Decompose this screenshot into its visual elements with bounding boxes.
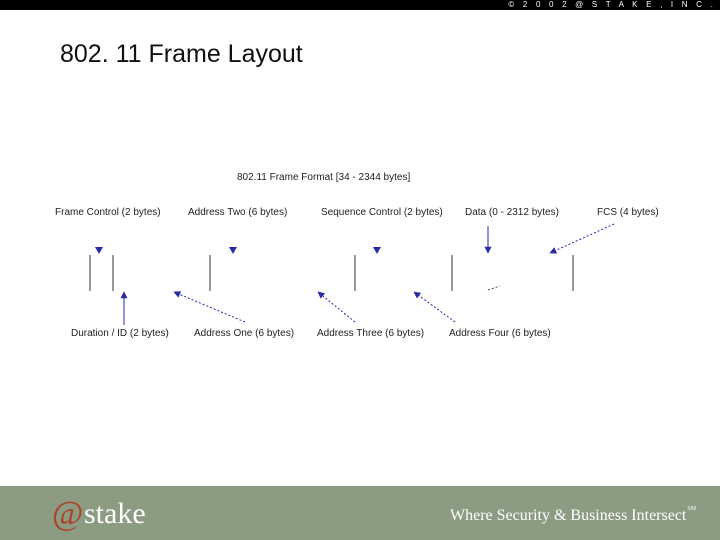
fcs-arrow xyxy=(549,223,615,254)
label-duration-id: Duration / ID (2 bytes) xyxy=(71,328,169,339)
label-sequence-control: Sequence Control (2 bytes) xyxy=(321,207,443,218)
copyright-notice: © 2 0 0 2 @ S T A K E , I N C . xyxy=(508,0,716,9)
tagline-text: Where Security & Business Intersect xyxy=(450,507,687,524)
label-address-four: Address Four (6 bytes) xyxy=(449,328,551,339)
label-address-one: Address One (6 bytes) xyxy=(194,328,295,339)
address-one-arrow xyxy=(173,291,246,323)
address-three-arrow xyxy=(317,291,356,323)
service-mark: SM xyxy=(687,506,697,512)
frame-format-caption: 802.11 Frame Format [34 - 2344 bytes] xyxy=(237,172,411,183)
label-frame-control: Frame Control (2 bytes) xyxy=(55,207,161,218)
top-pointers xyxy=(95,223,615,254)
label-address-three: Address Three (6 bytes) xyxy=(317,328,425,339)
address-four-arrow xyxy=(413,291,456,323)
footer-bar xyxy=(0,486,720,540)
label-address-two: Address Two (6 bytes) xyxy=(188,207,288,218)
logo-at-sign: @ xyxy=(52,495,83,531)
sequence-control-arrow xyxy=(373,247,381,254)
label-data: Data (0 - 2312 bytes) xyxy=(465,207,559,218)
label-fcs: FCS (4 bytes) xyxy=(597,207,659,218)
slide-title: 802. 11 Frame Layout xyxy=(60,40,303,68)
stake-logo: @ stake xyxy=(52,495,146,531)
top-bar: © 2 0 0 2 @ S T A K E , I N C . xyxy=(0,0,720,10)
data-field-stub xyxy=(487,285,501,291)
field-boundaries xyxy=(89,255,574,291)
address-two-arrow xyxy=(229,247,237,254)
frame-control-arrow xyxy=(95,247,103,254)
bottom-pointers xyxy=(120,291,456,325)
footer-tagline: Where Security & Business IntersectSM xyxy=(450,506,697,525)
logo-wordmark: stake xyxy=(84,497,146,530)
